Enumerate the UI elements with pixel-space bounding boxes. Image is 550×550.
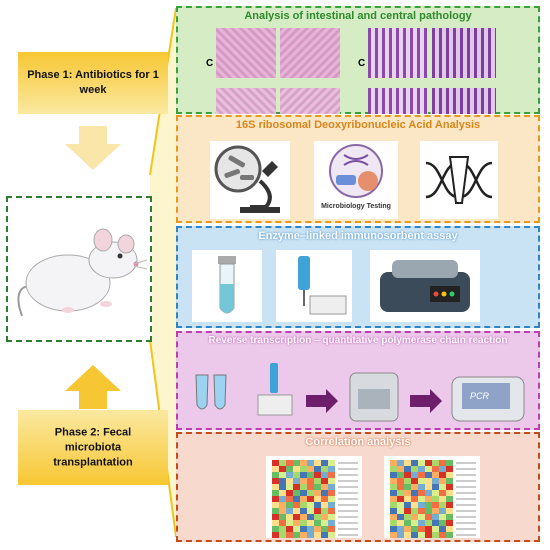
rtqpcr-workflow <box>195 363 525 422</box>
panel-elisa: Enzyme–linked immunosorbent assay <box>176 226 540 328</box>
phase-1-label: Phase 1: Antibiotics for 1 week <box>27 69 159 96</box>
intestine-histology-1 <box>368 28 428 78</box>
mouse-box <box>6 196 152 342</box>
pathology-label-left: C <box>206 58 214 69</box>
up-arrow <box>65 365 121 409</box>
dna-tube-icon <box>420 141 498 219</box>
intestine-histology-3 <box>368 88 428 114</box>
down-arrow <box>65 126 121 170</box>
brain-histology-2 <box>280 28 340 78</box>
correlation-heatmap-1 <box>266 456 362 538</box>
brain-histology-1 <box>216 28 276 78</box>
phase-2-box: Phase 2: Fecal microbiota transplantatio… <box>18 410 168 485</box>
arrow-icon <box>306 389 338 413</box>
intestine-histology-2 <box>432 28 496 78</box>
pathology-label-right: C <box>358 58 366 69</box>
panel-correlation: Correlation analysis <box>176 432 540 542</box>
panel-16s-title: 16S ribosomal Deoxyribonucleic Acid Anal… <box>235 119 481 131</box>
phase-1-box: Phase 1: Antibiotics for 1 week <box>18 52 168 114</box>
arrow-icon <box>410 389 442 413</box>
panel-pathology: Analysis of intestinal and central patho… <box>176 6 540 114</box>
brain-histology-3 <box>216 88 276 114</box>
panel-rtqpcr-title: Reverse transcription – quantitative pol… <box>208 335 508 346</box>
panel-elisa-title: Enzyme–linked immunosorbent assay <box>258 230 458 242</box>
panel-correlation-title: Correlation analysis <box>305 436 411 448</box>
intestine-histology-4 <box>432 88 496 114</box>
brain-histology-4 <box>280 88 340 114</box>
microscope-bacteria-icon <box>210 141 290 219</box>
pcr-label: PCR <box>470 391 490 401</box>
panel-pathology-title: Analysis of intestinal and central patho… <box>244 10 472 22</box>
pipette-icon <box>276 250 352 322</box>
phase-2-label: Phase 2: Fecal microbiota transplantatio… <box>53 426 133 468</box>
panel-16s: 16S ribosomal Deoxyribonucleic Acid Anal… <box>176 115 540 223</box>
mouse-icon <box>17 228 148 317</box>
plate-reader-icon <box>370 250 480 322</box>
test-tube-icon <box>192 250 262 322</box>
panel-rtqpcr: Reverse transcription – quantitative pol… <box>176 331 540 430</box>
correlation-heatmap-2 <box>384 456 480 538</box>
microbiology-caption: Microbiology Testing <box>321 203 391 210</box>
microbiology-testing-icon: Microbiology Testing <box>314 141 398 219</box>
